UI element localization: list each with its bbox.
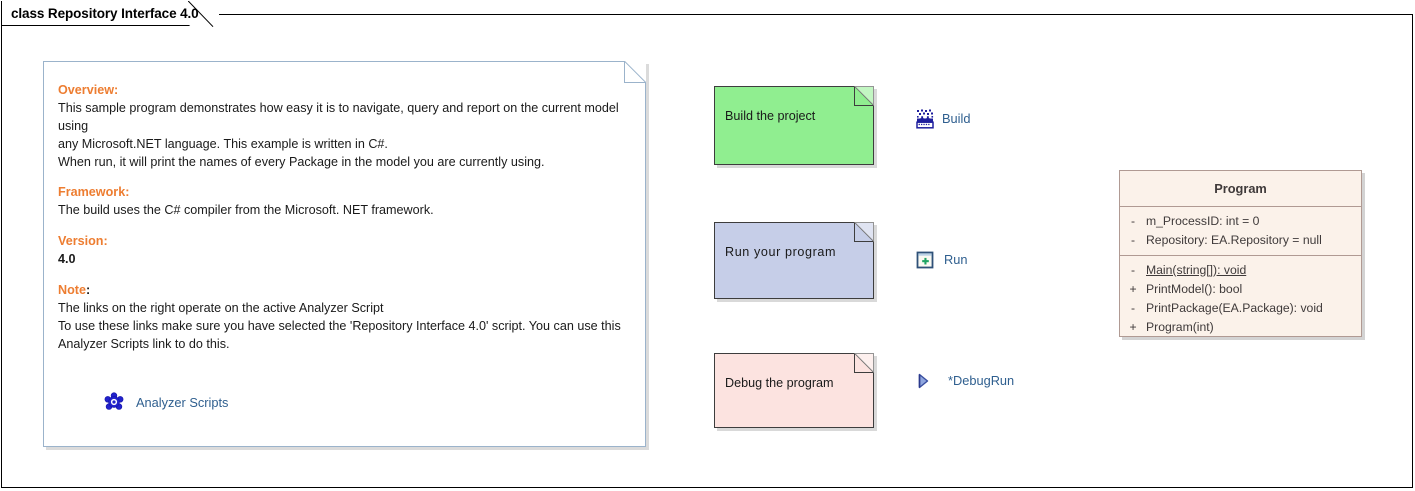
sticky-note-debug[interactable]: Debug the program (714, 353, 874, 428)
visibility-marker: + (1129, 319, 1137, 334)
note-fold-corner (854, 86, 874, 106)
uml-operation-row: - PrintPackage(EA.Package): void (1120, 299, 1361, 318)
sticky-note-run-label: Run your program (725, 245, 837, 259)
overview-note[interactable]: Overview: This sample program demonstrat… (43, 61, 646, 447)
note-line-3: Analyzer Scripts link to do this. (58, 336, 230, 351)
operation-signature: PrintModel(): bool (1146, 281, 1243, 296)
spacer (58, 171, 631, 184)
note-fold-corner (624, 61, 646, 83)
uml-attribute-row: - m_ProcessID: int = 0 (1120, 212, 1361, 231)
visibility-marker: - (1130, 214, 1136, 228)
analyzer-scripts-icon (104, 392, 124, 412)
note-heading-colon: : (86, 282, 91, 297)
run-action-link[interactable]: Run (914, 251, 968, 268)
framework-line-1: The build uses the C# compiler from the … (58, 203, 434, 218)
diagram-title-tab[interactable]: class Repository Interface 4.0 (1, 1, 219, 26)
uml-operation-row: + PrintModel(): bool (1120, 280, 1361, 299)
uml-operations-compartment: - Main(string[]): void + PrintModel(): b… (1120, 256, 1361, 342)
note-line-2: To use these links make sure you have se… (58, 318, 621, 333)
run-action-label: Run (944, 252, 968, 267)
uml-operation-row: + Program(int) (1120, 318, 1361, 337)
overview-heading: Overview: (58, 83, 119, 97)
operation-signature: PrintPackage(EA.Package): void (1146, 300, 1323, 315)
uml-attributes-compartment: - m_ProcessID: int = 0 - Repository: EA.… (1120, 207, 1361, 256)
visibility-marker: + (1129, 281, 1137, 296)
overview-line-3: When run, it will print the names of eve… (58, 154, 545, 169)
sticky-note-build-label: Build the project (725, 109, 816, 123)
sticky-note-build[interactable]: Build the project (714, 86, 874, 165)
operation-signature: Main(string[]): void (1146, 262, 1247, 277)
note-fold-corner (854, 222, 874, 242)
spacer (58, 269, 631, 282)
build-icon[interactable] (914, 108, 936, 130)
overview-line-2: any Microsoft.NET language. This example… (58, 136, 388, 151)
debug-run-icon[interactable] (912, 370, 934, 392)
sticky-note-run[interactable]: Run your program (714, 222, 874, 299)
uml-attribute-row: - Repository: EA.Repository = null (1120, 231, 1361, 250)
note-heading: Note: (58, 282, 631, 300)
run-icon[interactable] (914, 249, 936, 271)
spacer (58, 220, 631, 233)
visibility-marker: - (1130, 262, 1136, 277)
attribute-signature: m_ProcessID: int = 0 (1146, 214, 1260, 228)
uml-class-program[interactable]: Program - m_ProcessID: int = 0 - Reposit… (1119, 170, 1362, 337)
uml-operation-row: - Main(string[]): void (1120, 261, 1361, 280)
note-line-1: The links on the right operate on the ac… (58, 300, 384, 315)
note-heading-word: Note (58, 282, 86, 297)
debug-run-action-label: *DebugRun (948, 373, 1015, 388)
version-value: 4.0 (58, 252, 76, 266)
framework-heading: Framework: (58, 185, 130, 200)
build-action-link[interactable]: Build (914, 109, 971, 129)
build-action-label: Build (942, 111, 971, 126)
overview-note-body: Overview: This sample program demonstrat… (44, 62, 645, 353)
operation-signature: Program(int) (1146, 319, 1214, 334)
page-title: class Repository Interface 4.0 (11, 6, 199, 21)
debug-run-action-link[interactable]: *DebugRun (912, 373, 1014, 388)
uml-class-name: Program (1120, 171, 1361, 207)
overview-line-1: This sample program demonstrates how eas… (58, 100, 619, 133)
version-heading: Version: (58, 234, 108, 249)
analyzer-scripts-label: Analyzer Scripts (136, 394, 229, 410)
visibility-marker: - (1130, 300, 1136, 315)
sticky-note-debug-label: Debug the program (725, 376, 834, 390)
diagram-title-tab-shape (1, 1, 214, 26)
analyzer-scripts-link[interactable]: Analyzer Scripts (104, 392, 228, 412)
visibility-marker: - (1130, 232, 1136, 247)
attribute-signature: Repository: EA.Repository = null (1146, 232, 1322, 247)
note-fold-corner (854, 353, 874, 373)
